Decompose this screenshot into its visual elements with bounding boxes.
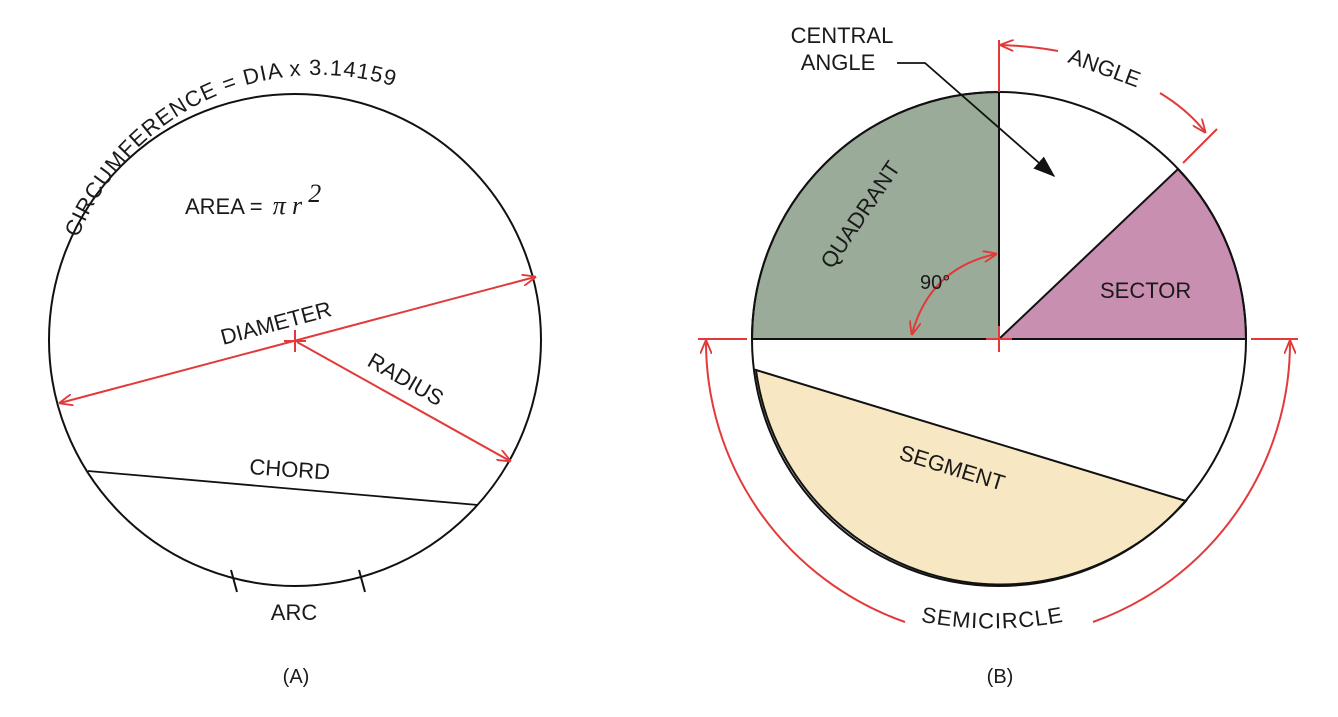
- arc-tick-left: [230, 569, 238, 593]
- sector-label: SECTOR: [1100, 278, 1191, 303]
- central-angle-leader: [897, 62, 1056, 178]
- angle-dimension-right: [1159, 92, 1205, 132]
- radius-label: RADIUS: [364, 348, 448, 411]
- figure-a: CIRCUMFERENCE = DIA x 3.14159 AREA = π r…: [48, 55, 542, 688]
- semicircle-dimension-left: [706, 341, 906, 623]
- radius-line: [296, 341, 510, 461]
- figure-b: 90° QUADRANT SECTOR SEGMENT CENTRAL ANGL…: [698, 23, 1298, 688]
- semicircle-label: SEMICIRCLE: [920, 602, 1065, 634]
- diameter-label: DIAMETER: [218, 296, 334, 350]
- caption-a: (A): [283, 666, 310, 688]
- chord-line: [87, 470, 479, 506]
- arc-label: ARC: [271, 600, 318, 625]
- degrees-label: 90°: [920, 272, 950, 294]
- sector-region: [996, 167, 1248, 340]
- semicircle-dimension-right: [1092, 341, 1290, 623]
- angle-label: ANGLE: [1065, 43, 1144, 92]
- area-formula: AREA = π r 2: [185, 179, 321, 220]
- circle-a-outline: [48, 93, 542, 587]
- caption-b: (B): [987, 666, 1014, 688]
- central-angle-line2: ANGLE: [801, 50, 876, 75]
- arc-tick-right: [358, 569, 366, 593]
- angle-ext-radial: [1182, 128, 1218, 164]
- chord-label: CHORD: [249, 454, 331, 485]
- central-angle-line1: CENTRAL: [791, 23, 894, 48]
- quadrant-region: [750, 90, 1000, 340]
- right-angle-arc: [912, 254, 996, 334]
- angle-dimension-left: [1001, 45, 1059, 52]
